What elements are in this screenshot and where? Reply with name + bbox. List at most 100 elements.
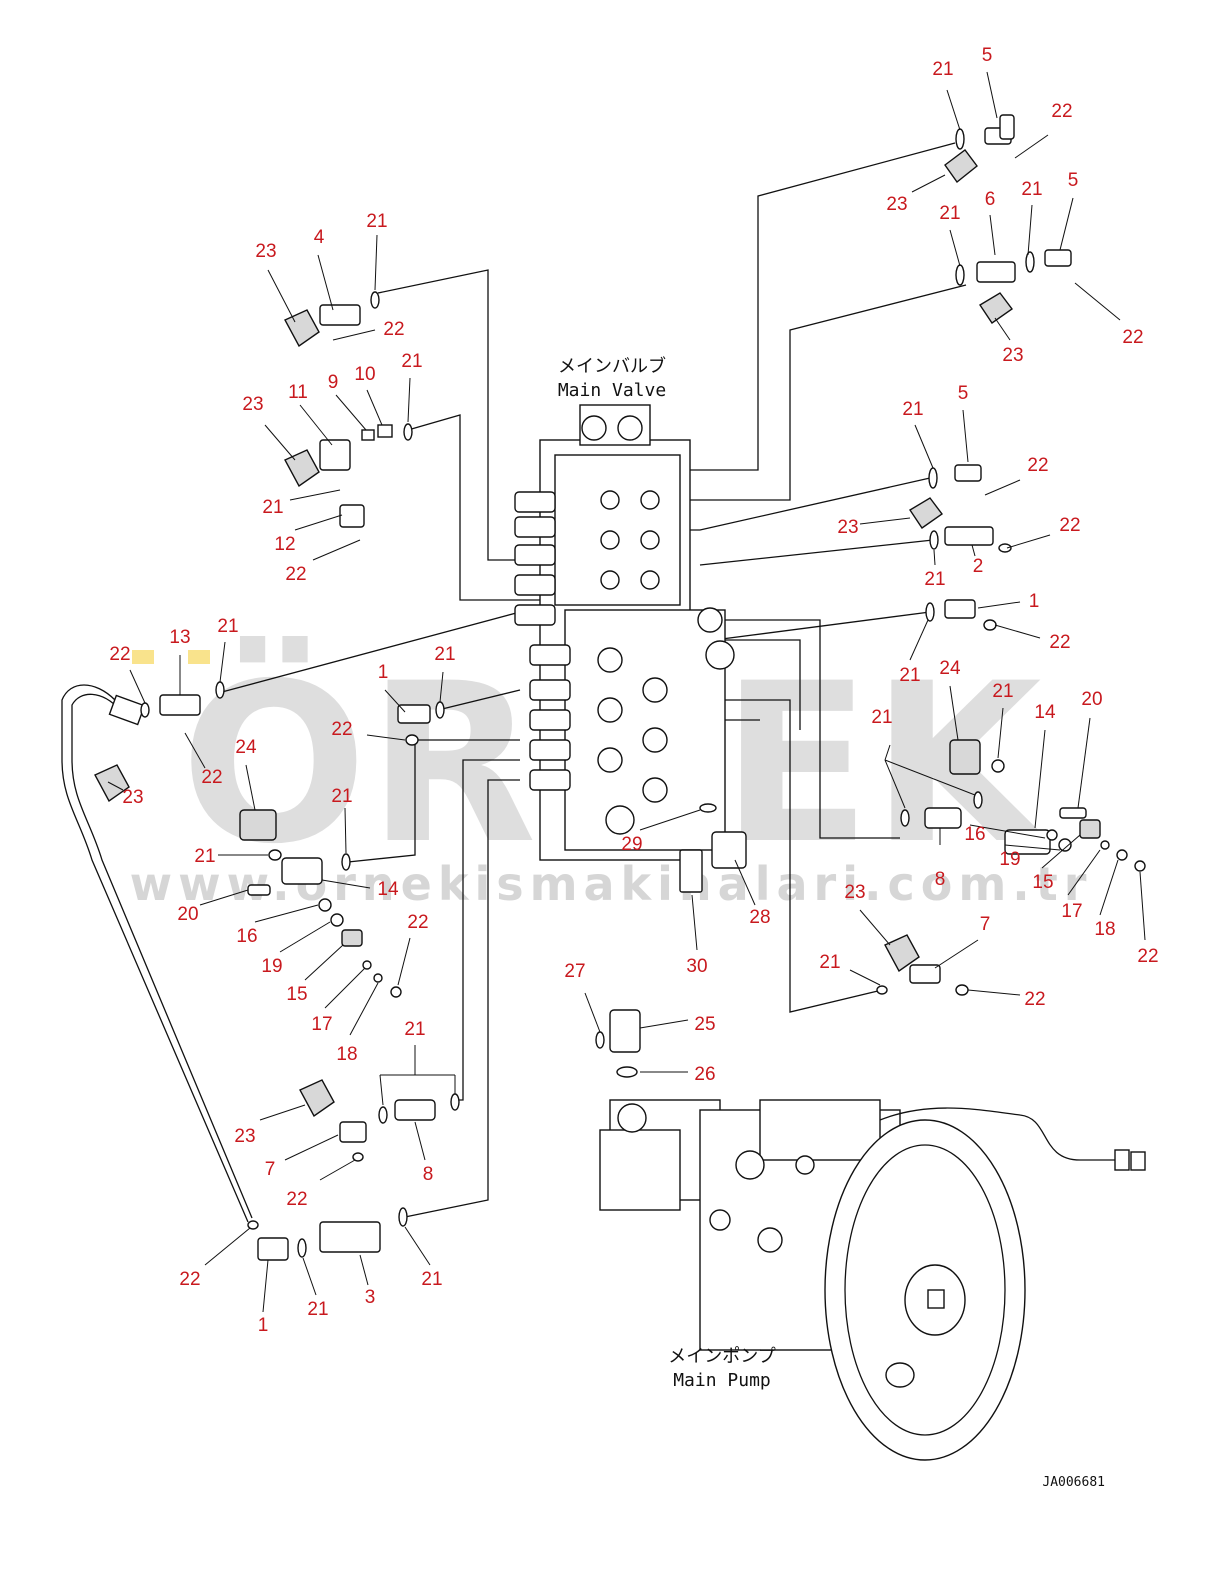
callout-number: 21 — [307, 1299, 328, 1320]
hose-illustration — [61, 684, 253, 1223]
callout-number: 21 — [434, 644, 455, 665]
callout-number: 25 — [694, 1014, 715, 1035]
callout-number: 21 — [992, 681, 1013, 702]
callout-number: 30 — [686, 956, 707, 977]
callout-number: 1 — [378, 662, 389, 683]
callout-number: 6 — [985, 189, 996, 210]
callout-number: 23 — [242, 394, 263, 415]
callout-number: 22 — [201, 767, 222, 788]
main-pump-illustration — [599, 1099, 1146, 1461]
callout-number: 8 — [935, 869, 946, 890]
callout-number: 5 — [958, 383, 969, 404]
callout-number: 21 — [924, 569, 945, 590]
callout-number: 20 — [177, 904, 198, 925]
callout-number: 21 — [939, 203, 960, 224]
callout-number: 24 — [235, 737, 257, 758]
callout-number: 21 — [421, 1269, 442, 1290]
callout-number: 22 — [1024, 989, 1045, 1010]
callout-number: 22 — [331, 719, 352, 740]
drawing-code: JA006681 — [1042, 1475, 1105, 1490]
callout-number: 21 — [1021, 179, 1042, 200]
callout-number: 21 — [899, 665, 920, 686]
callout-number: 18 — [1094, 919, 1115, 940]
callout-number: 21 — [819, 952, 840, 973]
valve-ports-left — [514, 491, 571, 791]
callout-number: 16 — [236, 926, 257, 947]
callout-number: 13 — [169, 627, 190, 648]
callout-number: 26 — [694, 1064, 715, 1085]
callout-number: 21 — [194, 846, 215, 867]
callout-number: 21 — [871, 707, 892, 728]
callout-number: 22 — [286, 1189, 307, 1210]
logo-accent-left — [132, 650, 154, 664]
callout-number: 22 — [1027, 455, 1048, 476]
callout-number: 22 — [407, 912, 428, 933]
callout-number: 22 — [1059, 515, 1080, 536]
fitting-parts — [94, 114, 1146, 1261]
callout-number: 22 — [1051, 101, 1072, 122]
callout-number: 5 — [982, 45, 993, 66]
main-pump-label-en: Main Pump — [673, 1370, 771, 1391]
callout-number: 22 — [383, 319, 404, 340]
callout-number: 22 — [179, 1269, 200, 1290]
callout-number: 21 — [366, 211, 387, 232]
callout-number: 9 — [328, 372, 339, 393]
callout-number: 23 — [234, 1126, 255, 1147]
callout-number: 29 — [621, 834, 642, 855]
callout-number: 17 — [1061, 901, 1082, 922]
callout-number: 17 — [311, 1014, 332, 1035]
callout-number: 8 — [423, 1164, 434, 1185]
callout-number: 11 — [288, 382, 308, 403]
callout-number: 27 — [564, 961, 585, 982]
callout-number: 1 — [1029, 591, 1040, 612]
component-labels: メインバルブ Main Valve メインポンプ Main Pump JA006… — [558, 355, 1105, 1490]
callout-number: 1 — [258, 1315, 269, 1336]
callout-number: 20 — [1081, 689, 1102, 710]
callout-numbers: 21 5 22 23 21 6 21 5 22 23 23 4 21 22 23… — [109, 45, 1158, 1336]
callout-number: 4 — [314, 227, 325, 248]
main-pump-label-jp: メインポンプ — [668, 1346, 775, 1367]
callout-number: 21 — [902, 399, 923, 420]
callout-number: 10 — [354, 364, 375, 385]
callout-number: 19 — [261, 956, 282, 977]
callout-number: 23 — [844, 882, 865, 903]
callout-number: 23 — [122, 787, 143, 808]
main-valve-illustration — [514, 404, 735, 861]
callout-number: 28 — [749, 907, 770, 928]
callout-number: 23 — [886, 194, 907, 215]
callout-number: 12 — [274, 534, 295, 555]
callout-number: 18 — [336, 1044, 357, 1065]
callout-number: 15 — [1032, 872, 1053, 893]
callout-number: 22 — [109, 644, 130, 665]
connection-lines — [221, 142, 967, 1218]
callout-number: 23 — [255, 241, 276, 262]
callout-number: 22 — [1049, 632, 1070, 653]
callout-number: 14 — [1034, 702, 1056, 723]
callout-number: 23 — [1002, 345, 1023, 366]
callout-number: 14 — [377, 879, 399, 900]
callout-number: 22 — [1122, 327, 1143, 348]
logo-accent-right — [188, 650, 210, 664]
callout-number: 21 — [401, 351, 422, 372]
callout-number: 2 — [973, 556, 984, 577]
callout-number: 16 — [964, 824, 985, 845]
main-valve-label-en: Main Valve — [558, 380, 666, 401]
leader-lines — [107, 71, 1146, 1313]
watermark-url: www.ornekismakinalari.com.tr — [130, 857, 1093, 911]
callout-number: 15 — [286, 984, 307, 1005]
callout-number: 21 — [404, 1019, 425, 1040]
callout-number: 24 — [939, 658, 961, 679]
callout-number: 3 — [365, 1287, 376, 1308]
callout-number: 19 — [999, 849, 1020, 870]
main-valve-label-jp: メインバルブ — [558, 355, 666, 377]
callout-number: 22 — [1137, 946, 1158, 967]
callout-number: 7 — [265, 1159, 276, 1180]
callout-number: 21 — [932, 59, 953, 80]
callout-number: 5 — [1068, 170, 1079, 191]
callout-number: 21 — [262, 497, 283, 518]
callout-number: 21 — [331, 786, 352, 807]
valve-ports-front — [597, 490, 735, 835]
callout-number: 23 — [837, 517, 858, 538]
callout-number: 22 — [285, 564, 306, 585]
